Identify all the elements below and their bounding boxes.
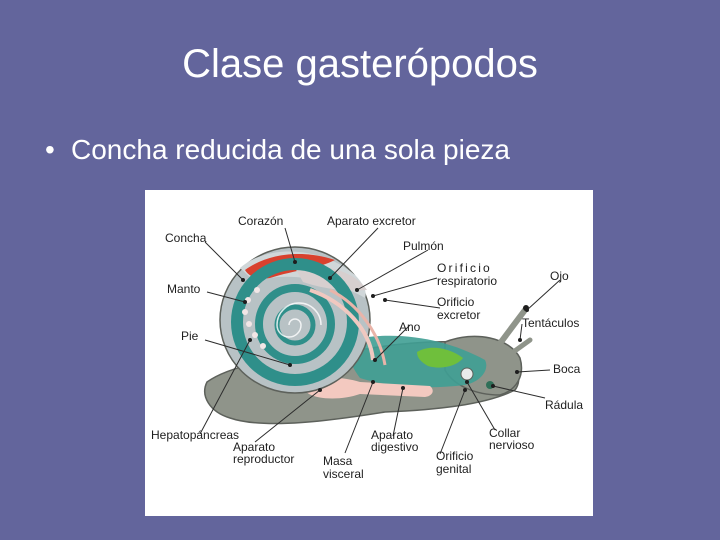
label-boca: Boca [553,362,581,376]
nerve-collar [460,367,474,381]
label-orificio-genital-2: genital [436,462,471,476]
label-orificio-respiratorio-2: respiratorio [437,274,497,288]
label-corazon: Corazón [238,214,283,228]
bullet-text: Concha reducida de una sola pieza [71,134,510,165]
label-concha: Concha [165,231,207,245]
tentacle-short [502,337,533,361]
label-masa-visceral-2: visceral [323,467,364,481]
snail-anatomy-svg: Corazón Aparato excretor Concha Pulmón O… [151,214,583,481]
shell-spiral-line [276,302,322,338]
slide-title: Clase gasterópodos [182,42,538,86]
label-orificio-respiratorio-1: Orificio [437,261,492,275]
label-orificio-excretor-1: Orificio [437,295,475,309]
label-leader-lines [199,227,561,455]
label-aparato-excretor: Aparato excretor [327,214,416,228]
label-ojo: Ojo [550,269,569,283]
label-manto: Manto [167,282,201,296]
reproductive-organ [304,377,433,399]
label-tentaculos: Tentáculos [522,316,579,330]
label-dots [241,260,529,392]
label-aparato-digestivo-1: Aparato [371,428,413,442]
label-pie: Pie [181,329,199,343]
visceral-mass [348,335,487,388]
label-orificio-excretor-2: excretor [437,308,480,322]
mantle-whorl-mid [255,284,335,364]
tentacle-long [492,307,528,353]
label-aparato-reproductor-1: Aparato [233,440,275,454]
label-collar-nervioso-1: Collar [489,426,520,440]
label-collar-nervioso-2: nervioso [489,438,535,452]
label-ano: Ano [399,320,421,334]
label-radula: Rádula [545,398,583,412]
snail-anatomy-diagram: Corazón Aparato excretor Concha Pulmón O… [145,190,593,516]
label-pulmon: Pulmón [403,239,444,253]
intestine [309,288,375,361]
label-hepatopancreas: Hepatopáncreas [151,428,239,442]
label-orificio-genital-1: Orificio [436,449,474,463]
label-aparato-reproductor-2: reproductor [233,452,294,466]
label-masa-visceral-1: Masa [323,454,353,468]
label-aparato-digestivo-2: digestivo [371,440,419,454]
bullet-dot-icon: • [45,134,55,165]
hepatopancreas-dots [242,287,266,349]
bullet-item: • Concha reducida de una sola pieza [45,134,510,166]
oviduct [329,288,387,366]
digestive-gland [417,347,463,368]
